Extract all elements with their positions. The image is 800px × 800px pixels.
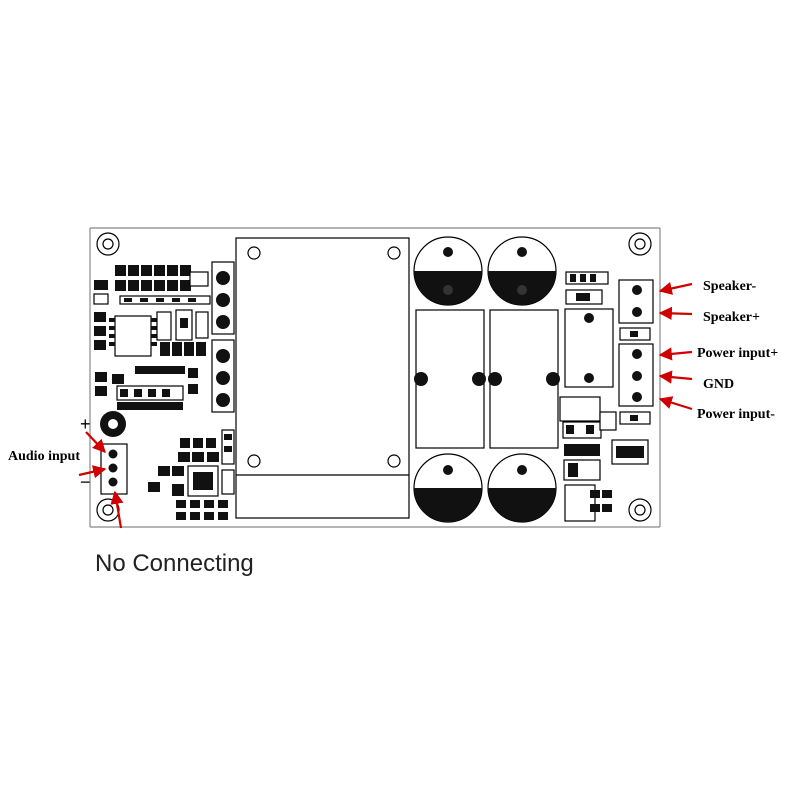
speaker-terminal <box>618 279 654 341</box>
speaker-plus-label: Speaker+ <box>703 310 760 325</box>
electrolytic-capacitor-icon <box>413 236 557 523</box>
audio-input-label: Audio input <box>8 449 80 464</box>
mounting-hole-icon <box>96 232 652 522</box>
smd-cluster-bottom <box>148 429 235 520</box>
power-input-plus-label: Power input+ <box>697 346 778 361</box>
transistor-column <box>211 261 235 413</box>
no-connecting-label: No Connecting <box>95 550 254 577</box>
smd-cluster-top <box>93 265 211 305</box>
red-arrow-icon <box>78 282 693 529</box>
audio-input-capacitor <box>100 411 126 437</box>
ic-chip <box>109 315 157 357</box>
speaker-minus-label: Speaker- <box>703 279 756 294</box>
minus-sign: − <box>80 472 91 492</box>
gnd-label: GND <box>703 377 734 392</box>
power-input-minus-label: Power input- <box>697 407 775 422</box>
right-components <box>559 271 649 522</box>
power-terminal <box>618 343 654 425</box>
inductor <box>414 309 560 449</box>
smd-cluster-mid <box>94 309 209 410</box>
heatsink-area <box>235 237 410 519</box>
plus-sign: + <box>80 414 91 434</box>
